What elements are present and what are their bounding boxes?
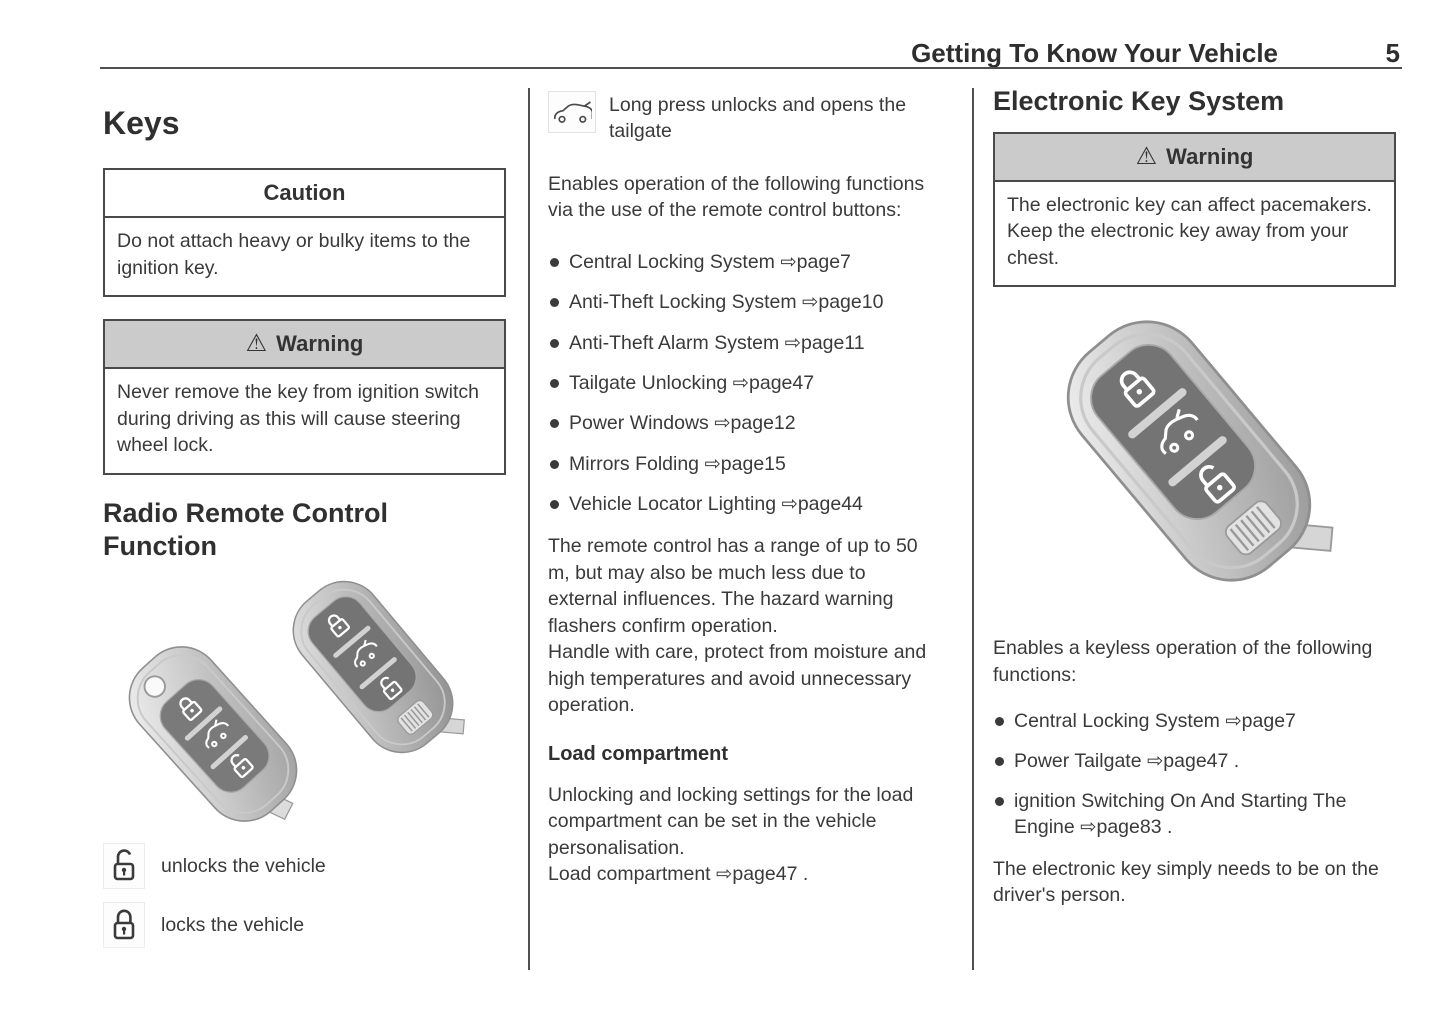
car-tailgate-icon [548,91,596,133]
column-divider [972,88,974,970]
bullet-dot [995,797,1004,807]
caution-box: Caution Do not attach heavy or bulky ite… [103,168,506,298]
list-item: Tailgate Unlocking ⇨page47 [548,371,940,396]
page-header: Getting To Know Your Vehicle 5 [100,38,1400,69]
remote-keys-image [105,572,490,830]
bullet-dot [550,338,559,348]
load-compartment-heading: Load compartment [548,742,729,765]
electronic-key-fob [1066,320,1334,583]
list-item-text: Vehicle Locator Lighting ⇨page44 [569,492,863,515]
warning-box: ⚠ Warning The electronic key can affect … [993,131,1396,288]
smart-key-small [292,581,465,754]
list-item-text: ignition Switching On And Starting The E… [1014,790,1347,838]
load-compartment-paragraph: Unlocking and locking settings for the l… [548,783,914,886]
list-item: Power Tailgate ⇨page47 . [993,749,1396,774]
keyless-functions-list: Central Locking System ⇨page7 Power Tail… [993,709,1396,840]
list-item-text: Anti-Theft Locking System ⇨page10 [569,291,884,314]
tailgate-note-text: Long press unlocks and opens the tailgat… [609,94,907,142]
list-item-text: Anti-Theft Alarm System ⇨page11 [569,331,865,354]
tailgate-note-row: Long press unlocks and opens the tailgat… [548,91,940,145]
middle-column: Long press unlocks and opens the tailgat… [548,85,940,888]
chapter-title: Getting To Know Your Vehicle [911,38,1278,68]
bullet-dot [550,499,559,509]
caution-box-body: Do not attach heavy or bulky items to th… [117,230,471,279]
warning-title-text: Warning [276,331,364,357]
remote-range-paragraph: The remote control has a range of up to … [548,535,927,717]
caution-box-title: Caution [105,170,504,218]
keyless-intro: Enables a keyless operation of the follo… [993,637,1373,686]
list-item: Anti-Theft Alarm System ⇨page11 [548,331,940,356]
warning-box-title: ⚠ Warning [105,321,504,370]
legend-row-lock: locks the vehicle [103,902,506,949]
electronic-key-outro: The electronic key simply needs to be on… [993,857,1379,907]
bullet-dot [550,378,559,388]
warning-triangle-icon: ⚠ [1135,142,1158,170]
list-item-text: Power Windows ⇨page12 [569,412,796,435]
list-item: Central Locking System ⇨page7 [993,709,1396,734]
legend-label: unlocks the vehicle [161,854,326,877]
flip-key-small [128,646,298,823]
list-item: Vehicle Locator Lighting ⇨page44 [548,492,940,517]
bullet-dot [995,716,1004,726]
section-heading-electronic-key: Electronic Key System [993,86,1285,116]
warning-box-title: ⚠ Warning [995,133,1394,182]
warning-box-body: Never remove the key from ignition switc… [117,381,479,457]
list-item-text: Tailgate Unlocking ⇨page47 [569,371,815,394]
warning-box: ⚠ Warning Never remove the key from igni… [103,319,506,475]
remote-functions-list: Central Locking System ⇨page7 Anti-Theft… [548,250,940,517]
bullet-dot [550,257,559,267]
section-heading-radio-remote: Radio Remote Control Function [103,497,389,561]
legend-label: locks the vehicle [161,913,305,936]
bullet-dot [550,459,559,469]
bullet-dot [550,298,559,308]
bullet-dot [995,756,1004,766]
electronic-key-image [999,301,1389,619]
warning-title-text: Warning [1166,143,1254,169]
list-item-text: Power Tailgate ⇨page47 . [1014,749,1240,772]
list-item-text: Central Locking System ⇨page7 [1014,709,1296,732]
legend-row-unlock: unlocks the vehicle [103,843,506,890]
list-item-text: Mirrors Folding ⇨page15 [569,452,786,475]
page-number: 5 [1385,38,1400,68]
bullet-dot [550,419,559,429]
list-item: Anti-Theft Locking System ⇨page10 [548,290,940,315]
warning-box-body: The electronic key can affect pacemakers… [1007,193,1372,269]
remote-keys-illustration [128,581,465,823]
right-column: Electronic Key System ⚠ Warning The elec… [993,85,1396,909]
electronic-key-illustration [1066,320,1334,583]
header-rule [100,67,1402,69]
list-item: Power Windows ⇨page12 [548,411,940,436]
unlock-icon [103,843,145,890]
key-button-legend: unlocks the vehicle locks the vehicle [103,843,506,949]
caution-title-text: Caution [263,180,346,205]
remote-functions-intro: Enables operation of the following funct… [548,172,925,222]
lock-icon [103,902,145,949]
left-column: Keys Caution Do not attach heavy or bulk… [103,85,506,949]
list-item: ignition Switching On And Starting The E… [993,789,1396,840]
column-divider [528,88,530,970]
list-item-text: Central Locking System ⇨page7 [569,250,851,273]
warning-triangle-icon: ⚠ [245,330,268,358]
list-item: Central Locking System ⇨page7 [548,250,940,275]
list-item: Mirrors Folding ⇨page15 [548,452,940,477]
section-heading-keys: Keys [103,105,180,141]
